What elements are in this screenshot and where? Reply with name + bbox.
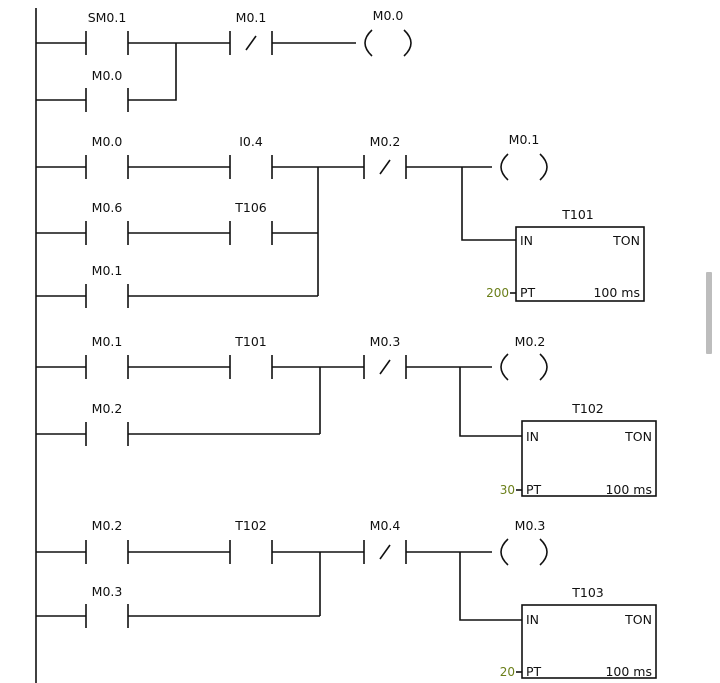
timer-block[interactable]: T103 IN TON 20 PT 100 ms bbox=[500, 585, 657, 679]
timer-base: 100 ms bbox=[593, 285, 640, 300]
contact-label: M0.2 bbox=[92, 518, 123, 533]
timer-type: TON bbox=[624, 612, 652, 627]
timer-name: T101 bbox=[561, 207, 594, 222]
contact-label: T102 bbox=[234, 518, 267, 533]
timer-block[interactable]: T102 IN TON 30 PT 100 ms bbox=[500, 401, 657, 497]
timer-preset: 20 bbox=[500, 665, 515, 679]
output-coil[interactable]: M0.1 bbox=[500, 132, 548, 181]
contact-no[interactable]: M0.0 bbox=[85, 68, 129, 112]
contact-label: M0.3 bbox=[92, 584, 123, 599]
coil-label: M0.1 bbox=[509, 132, 540, 147]
contact-label: M0.2 bbox=[370, 134, 401, 149]
contact-label: M0.2 bbox=[92, 401, 123, 416]
timer-in-label: IN bbox=[526, 612, 539, 627]
network-1: SM0.1 M0.1 M0.0 M0.0 bbox=[36, 8, 412, 112]
scrollbar-thumb[interactable] bbox=[706, 272, 712, 354]
coil-label: M0.2 bbox=[515, 334, 546, 349]
contact-label: M0.3 bbox=[370, 334, 401, 349]
contact-label: M0.6 bbox=[92, 200, 123, 215]
output-coil[interactable]: M0.3 bbox=[500, 518, 548, 566]
coil-label: M0.3 bbox=[515, 518, 546, 533]
contact-no[interactable]: M0.1 bbox=[85, 334, 129, 379]
output-coil[interactable]: M0.0 bbox=[364, 8, 412, 57]
timer-in-label: IN bbox=[526, 429, 539, 444]
contact-no[interactable]: SM0.1 bbox=[85, 10, 129, 55]
contact-nc[interactable]: M0.2 bbox=[363, 134, 407, 179]
contact-no[interactable]: M0.0 bbox=[85, 134, 129, 179]
timer-base: 100 ms bbox=[605, 664, 652, 679]
timer-block[interactable]: T101 IN TON 200 PT 100 ms bbox=[486, 207, 645, 302]
contact-label: SM0.1 bbox=[88, 10, 127, 25]
timer-preset: 200 bbox=[486, 286, 509, 300]
network-2: M0.0 I0.4 M0.2 M0.6 T106 M0.1 M0.1 bbox=[36, 132, 645, 308]
contact-no[interactable]: M0.6 bbox=[85, 200, 129, 245]
timer-type: TON bbox=[624, 429, 652, 444]
contact-no[interactable]: M0.2 bbox=[85, 518, 129, 564]
contact-label: M0.0 bbox=[92, 134, 123, 149]
contact-no[interactable]: M0.3 bbox=[85, 584, 129, 628]
timer-pt-label: PT bbox=[526, 482, 542, 497]
contact-label: M0.1 bbox=[92, 263, 123, 278]
timer-type: TON bbox=[612, 233, 640, 248]
contact-no[interactable]: M0.2 bbox=[85, 401, 129, 446]
timer-name: T102 bbox=[571, 401, 604, 416]
contact-no[interactable]: I0.4 bbox=[229, 134, 273, 179]
coil-label: M0.0 bbox=[373, 8, 404, 23]
contact-no[interactable]: M0.1 bbox=[85, 263, 129, 308]
contact-nc[interactable]: M0.4 bbox=[363, 518, 407, 564]
output-coil[interactable]: M0.2 bbox=[500, 334, 548, 381]
contact-label: M0.1 bbox=[236, 10, 267, 25]
timer-in-label: IN bbox=[520, 233, 533, 248]
timer-pt-label: PT bbox=[526, 664, 542, 679]
contact-nc[interactable]: M0.3 bbox=[363, 334, 407, 379]
network-4: M0.2 T102 M0.4 M0.3 M0.3 T103 IN TON 20 … bbox=[36, 518, 657, 679]
timer-base: 100 ms bbox=[605, 482, 652, 497]
contact-label: T101 bbox=[234, 334, 267, 349]
contact-no[interactable]: T102 bbox=[229, 518, 273, 564]
contact-label: M0.4 bbox=[370, 518, 401, 533]
timer-pt-label: PT bbox=[520, 285, 536, 300]
contact-label: M0.1 bbox=[92, 334, 123, 349]
network-3: M0.1 T101 M0.3 M0.2 M0.2 T102 IN TON 30 … bbox=[36, 334, 657, 497]
contact-nc[interactable]: M0.1 bbox=[229, 10, 273, 55]
contact-label: I0.4 bbox=[239, 134, 263, 149]
timer-preset: 30 bbox=[500, 483, 515, 497]
contact-no[interactable]: T101 bbox=[229, 334, 273, 379]
contact-label: M0.0 bbox=[92, 68, 123, 83]
contact-label: T106 bbox=[234, 200, 267, 215]
timer-name: T103 bbox=[571, 585, 604, 600]
contact-no[interactable]: T106 bbox=[229, 200, 273, 245]
